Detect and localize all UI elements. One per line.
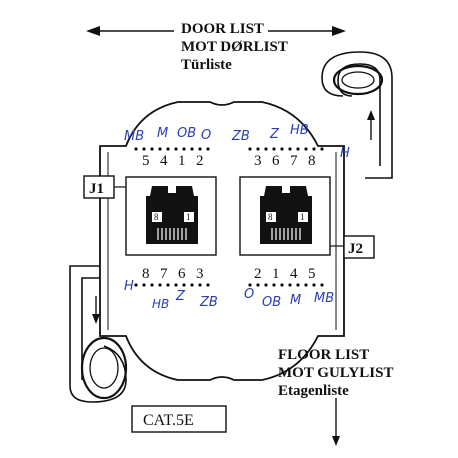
pin-dots bbox=[248, 147, 324, 151]
top-right-hw-label: H bbox=[340, 146, 350, 161]
jack-label-j1: J1 bbox=[83, 175, 115, 199]
pin-dots bbox=[134, 283, 210, 287]
top-left-hw-label: M bbox=[157, 126, 168, 141]
bottom-left-hw-label: Z bbox=[175, 289, 186, 304]
arrow-down-icon bbox=[332, 398, 340, 446]
top-right-hw-label: HB bbox=[290, 123, 309, 138]
arrow-right-icon bbox=[268, 26, 346, 36]
pin-number: 7 bbox=[290, 153, 298, 169]
contact-pins bbox=[157, 228, 187, 240]
jack-pin-mark-left: 8 bbox=[154, 212, 159, 222]
cable-loop-icon bbox=[69, 265, 128, 403]
arrow-down-icon bbox=[92, 296, 100, 324]
pin-number: 6 bbox=[178, 266, 186, 282]
cable-loop-icon bbox=[321, 51, 393, 179]
top-left-hw-label: OB bbox=[177, 126, 196, 141]
floor-list-german: Etagenliste bbox=[278, 383, 349, 399]
jack-label-j2: J2 bbox=[343, 235, 375, 259]
pin-number: 4 bbox=[290, 266, 298, 282]
bottom-left-hw-label: HB bbox=[152, 297, 169, 311]
jack-pin-mark-right: 1 bbox=[300, 212, 305, 222]
pin-number: 7 bbox=[160, 266, 168, 282]
category-label-box: CAT.5E bbox=[131, 405, 227, 433]
jack-pin-mark-right: 1 bbox=[186, 212, 191, 222]
rj45-port-icon: 8 1 bbox=[125, 176, 217, 256]
floor-list-subtitle: MOT GULYLIST bbox=[278, 365, 393, 381]
pin-dots bbox=[134, 147, 210, 151]
svg-text:J2: J2 bbox=[348, 241, 363, 257]
bottom-right-hw-label: O bbox=[244, 287, 254, 302]
pin-number: 5 bbox=[142, 153, 150, 169]
pin-number: 3 bbox=[196, 266, 204, 282]
bottom-left-pin-group: 8 7 6 3 H HB Z ZB bbox=[124, 266, 218, 311]
bottom-right-hw-label: M bbox=[290, 293, 301, 308]
pin-number: 2 bbox=[254, 266, 262, 282]
door-list-subtitle: MOT DØRLIST bbox=[181, 39, 288, 55]
floor-list-title: FLOOR LIST bbox=[278, 347, 369, 363]
contact-pins bbox=[271, 228, 301, 240]
top-right-pin-group: ZB Z HB H 3 6 7 8 bbox=[231, 123, 350, 169]
pin-number: 5 bbox=[308, 266, 316, 282]
pin-number: 2 bbox=[196, 153, 204, 169]
bottom-left-hw-label: ZB bbox=[199, 295, 218, 310]
arrow-up-icon bbox=[367, 110, 375, 140]
top-left-hw-label: MB bbox=[124, 129, 144, 144]
door-list-german: Türliste bbox=[181, 57, 232, 73]
top-right-hw-label: Z bbox=[269, 127, 280, 142]
bottom-right-hw-label: MB bbox=[314, 291, 334, 306]
pin-number: 6 bbox=[272, 153, 280, 169]
bottom-left-hw-label: H bbox=[124, 279, 134, 294]
bottom-right-hw-label: OB bbox=[262, 295, 281, 310]
svg-text:J1: J1 bbox=[89, 181, 104, 197]
top-left-pin-group: MB M OB O 5 4 1 2 bbox=[124, 126, 211, 169]
pin-number: 4 bbox=[160, 153, 168, 169]
pin-number: 3 bbox=[254, 153, 262, 169]
pin-number: 8 bbox=[308, 153, 316, 169]
module-outline bbox=[99, 101, 345, 381]
top-right-hw-label: ZB bbox=[231, 129, 250, 144]
jack-pin-mark-left: 8 bbox=[268, 212, 273, 222]
pin-number: 8 bbox=[142, 266, 150, 282]
rj45-port-icon: 8 1 bbox=[239, 176, 331, 256]
pin-dots bbox=[248, 283, 324, 287]
pin-number: 1 bbox=[272, 266, 280, 282]
arrow-left-icon bbox=[86, 26, 174, 36]
door-list-title: DOOR LIST bbox=[181, 21, 264, 37]
top-left-hw-label: O bbox=[201, 128, 211, 143]
category-label: CAT.5E bbox=[143, 412, 194, 429]
bottom-right-pin-group: 2 1 4 5 O OB M MB bbox=[244, 266, 334, 310]
pin-number: 1 bbox=[178, 153, 186, 169]
